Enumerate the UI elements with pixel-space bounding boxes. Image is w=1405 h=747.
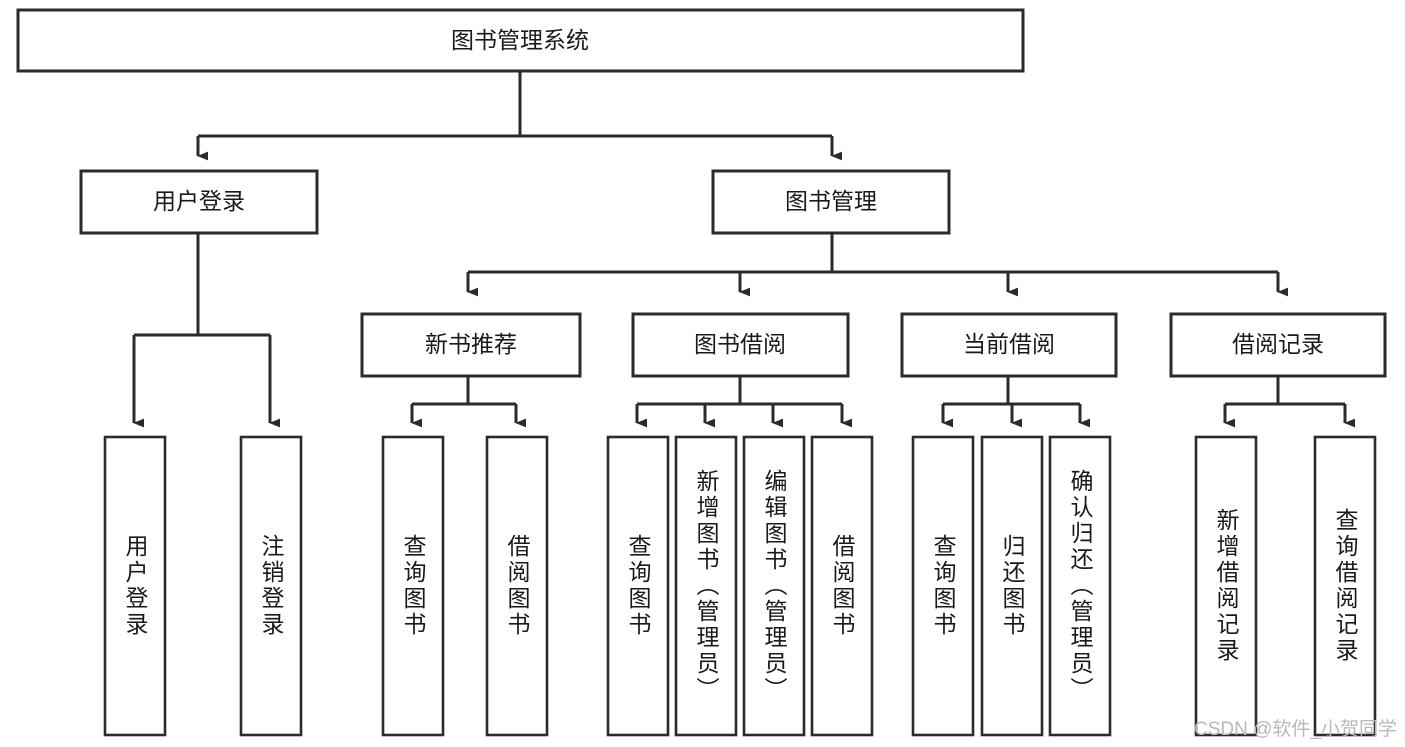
leaf-add-record-box[interactable] <box>1194 435 1258 737</box>
node-book-borrow[interactable]: 图书借阅 <box>631 312 850 378</box>
leaf-query-book-2-label: 查询图书 <box>625 534 652 638</box>
leaf-query-book-3-label: 查询图书 <box>930 534 957 638</box>
node-book-manage-box[interactable] <box>711 169 951 235</box>
leaf-borrow-book-2-box[interactable] <box>810 435 874 737</box>
leaf-add-record-label: 新增借阅记录 <box>1213 508 1240 664</box>
leaf-borrow-book-1-label: 借阅图书 <box>504 534 531 638</box>
leaf-logout-login[interactable]: 注销登录 <box>239 435 303 737</box>
leaf-edit-book[interactable]: 编辑图书（管理员） <box>742 435 806 737</box>
leaf-confirm-return-box[interactable] <box>1048 435 1112 737</box>
leaf-user-login-box[interactable] <box>103 435 167 737</box>
node-book-borrow-box[interactable] <box>631 312 850 378</box>
leaf-add-book-box[interactable] <box>674 435 738 737</box>
leaf-user-login[interactable]: 用户登录 <box>103 435 167 737</box>
connector-layer <box>132 71 1356 428</box>
leaf-confirm-return[interactable]: 确认归还（管理员） <box>1048 435 1112 737</box>
node-user-login[interactable]: 用户登录 <box>79 169 319 235</box>
leaf-return-book-label: 归还图书 <box>999 534 1026 638</box>
leaf-query-book-3[interactable]: 查询图书 <box>911 435 975 737</box>
leaf-query-book-1-box[interactable] <box>381 435 445 737</box>
node-new-book-recommend-box[interactable] <box>360 312 582 378</box>
node-new-book-recommend-label: 新书推荐 <box>425 331 517 357</box>
leaf-query-book-1-label: 查询图书 <box>400 534 427 638</box>
node-root-label: 图书管理系统 <box>451 27 589 53</box>
leaf-query-book-2[interactable]: 查询图书 <box>606 435 670 737</box>
node-user-login-label: 用户登录 <box>153 188 245 214</box>
node-book-manage-label: 图书管理 <box>785 188 877 214</box>
node-borrow-record-box[interactable] <box>1169 312 1387 378</box>
node-new-book-recommend[interactable]: 新书推荐 <box>360 312 582 378</box>
leaf-borrow-book-2[interactable]: 借阅图书 <box>810 435 874 737</box>
leaf-edit-book-box[interactable] <box>742 435 806 737</box>
node-root-box[interactable] <box>16 8 1025 73</box>
node-borrow-record-label: 借阅记录 <box>1232 331 1324 357</box>
leaf-user-login-label: 用户登录 <box>122 534 149 638</box>
node-book-manage[interactable]: 图书管理 <box>711 169 951 235</box>
node-user-login-box[interactable] <box>79 169 319 235</box>
node-borrow-record[interactable]: 借阅记录 <box>1169 312 1387 378</box>
leaf-edit-book-label: 编辑图书（管理员） <box>761 469 788 703</box>
leaf-return-book[interactable]: 归还图书 <box>980 435 1044 737</box>
node-book-borrow-label: 图书借阅 <box>694 331 786 357</box>
node-root[interactable]: 图书管理系统 <box>16 8 1025 73</box>
leaf-borrow-book-1-box[interactable] <box>485 435 549 737</box>
leaf-add-book-label: 新增图书（管理员） <box>693 469 720 703</box>
leaf-query-record-box[interactable] <box>1313 435 1377 737</box>
leaf-query-book-3-box[interactable] <box>911 435 975 737</box>
leaf-query-record-label: 查询借阅记录 <box>1332 508 1359 664</box>
leaf-query-book-1[interactable]: 查询图书 <box>381 435 445 737</box>
leaf-confirm-return-label: 确认归还（管理员） <box>1067 469 1094 703</box>
leaf-logout-login-label: 注销登录 <box>258 534 285 638</box>
leaf-borrow-book-2-label: 借阅图书 <box>829 534 856 638</box>
leaf-query-record[interactable]: 查询借阅记录 <box>1313 435 1377 737</box>
leaf-add-book[interactable]: 新增图书（管理员） <box>674 435 738 737</box>
node-current-borrow-label: 当前借阅 <box>963 331 1055 357</box>
leaf-logout-login-box[interactable] <box>239 435 303 737</box>
node-current-borrow[interactable]: 当前借阅 <box>900 312 1118 378</box>
leaf-borrow-book-1[interactable]: 借阅图书 <box>485 435 549 737</box>
leaf-return-book-box[interactable] <box>980 435 1044 737</box>
node-current-borrow-box[interactable] <box>900 312 1118 378</box>
leaf-add-record[interactable]: 新增借阅记录 <box>1194 435 1258 737</box>
leaf-query-book-2-box[interactable] <box>606 435 670 737</box>
